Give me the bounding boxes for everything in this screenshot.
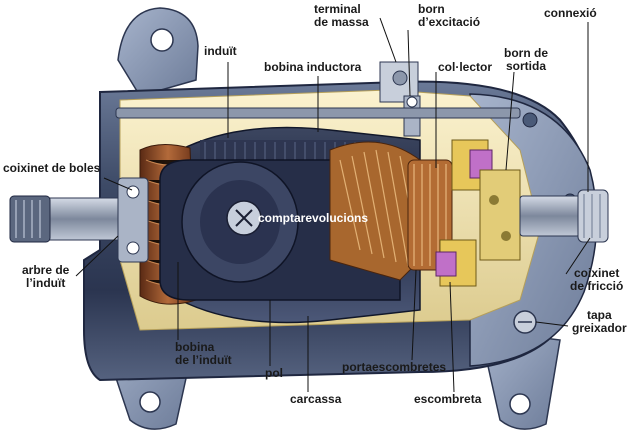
label-arbre-line2: l’induït <box>26 276 66 290</box>
lamination-lines <box>204 142 376 160</box>
label-born-sortida-line1: born de <box>504 46 548 60</box>
label-portaescombretes: portaescombretes <box>342 360 447 374</box>
label-col-lector: col·lector <box>438 60 493 74</box>
label-pol: pol <box>265 366 283 380</box>
friction-bearing <box>577 189 609 243</box>
label-bobina-de-induit: bobina de l’induït <box>175 341 232 367</box>
leader-lines <box>75 17 591 393</box>
rear-bottom-ear-hole <box>509 393 531 415</box>
front-mounting-ear <box>117 7 199 97</box>
brush-bottom <box>435 251 457 277</box>
label-arbre-line1: arbre de <box>22 263 70 277</box>
label-tapa-line1: tapa <box>587 308 612 322</box>
label-born-line2: d’excitació <box>418 15 481 29</box>
label-born-excitacio: born d’excitació <box>418 3 480 29</box>
label-arbre-de-induit: arbre de l’induït <box>22 264 69 290</box>
label-terminal-line2: de massa <box>314 15 369 29</box>
label-born-line1: born <box>418 2 445 16</box>
label-coixinet-de-friccio: coixinet de fricció <box>570 267 623 293</box>
label-tapa-line2: greixador <box>572 321 627 335</box>
label-coixinet-friccio-line1: coixinet <box>574 266 620 280</box>
label-bobina-induit-line2: de l’induït <box>175 353 232 367</box>
label-bobina-induit-line1: bobina <box>175 340 215 354</box>
label-induit: induït <box>204 44 237 58</box>
label-tapa-greixador: tapa greixador <box>572 309 627 335</box>
label-terminal-de-massa: terminal de massa <box>314 3 369 29</box>
label-born-de-sortida: born de sortida <box>504 47 548 73</box>
front-ear-hole <box>150 28 174 52</box>
label-coixinet-friccio-line2: de fricció <box>570 279 624 293</box>
label-connexio: connexió <box>544 6 597 20</box>
label-escombreta: escombreta <box>414 392 482 406</box>
label-born-sortida-line2: sortida <box>505 59 546 73</box>
bottom-ear-hole <box>139 391 161 413</box>
label-coixinet-de-boles: coixinet de boles <box>3 161 101 175</box>
label-bobina-inductora: bobina inductora <box>264 60 362 74</box>
label-terminal-line1: terminal <box>314 2 361 16</box>
ball-bearing <box>117 177 149 263</box>
shaft-right <box>519 195 581 237</box>
brush-holder-plate <box>479 169 521 261</box>
label-comptarevolucions: comptarevolucions <box>258 211 369 225</box>
label-carcassa: carcassa <box>290 392 342 406</box>
